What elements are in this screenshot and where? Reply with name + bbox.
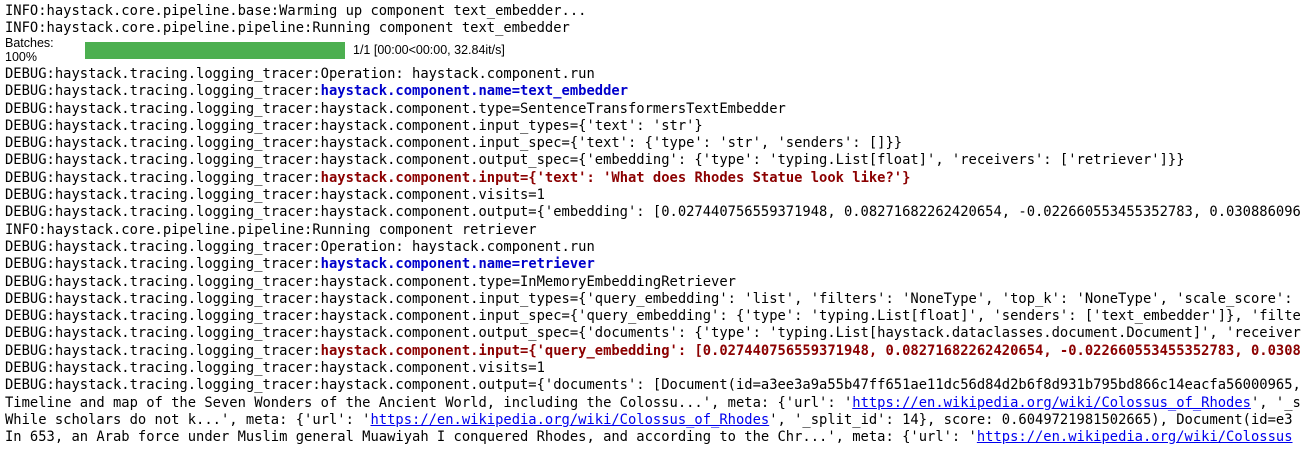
log-line: DEBUG:haystack.tracing.logging_tracer:Op…: [5, 239, 1309, 256]
log-text: DEBUG:haystack.tracing.logging_tracer:ha…: [5, 135, 903, 152]
log-text: DEBUG:haystack.tracing.logging_tracer:: [5, 256, 321, 273]
log-line: DEBUG:haystack.tracing.logging_tracer:ha…: [5, 187, 1309, 204]
log-text: DEBUG:haystack.tracing.logging_tracer:: [5, 83, 321, 100]
component-input-highlight: haystack.component.input={'text': 'What …: [320, 169, 911, 186]
progress-label: Batches: 100%: [5, 36, 54, 64]
wiki-link[interactable]: https://en.wikipedia.org/wiki/Colossus_o…: [852, 394, 1251, 411]
log-text: INFO:haystack.core.pipeline.pipeline:Run…: [5, 221, 537, 238]
component-input-highlight: haystack.component.input={'query_embeddi…: [320, 342, 1301, 359]
progress-bar-fill: [85, 41, 345, 59]
log-line: DEBUG:haystack.tracing.logging_tracer:ha…: [5, 101, 1309, 118]
log-text: DEBUG:haystack.tracing.logging_tracer:ha…: [5, 117, 703, 134]
log-line: DEBUG:haystack.tracing.logging_tracer:ha…: [5, 204, 1309, 221]
log-line: In 653, an Arab force under Muslim gener…: [5, 429, 1309, 446]
log-line: INFO:haystack.core.pipeline.base:Warming…: [5, 3, 586, 20]
log-line: DEBUG:haystack.tracing.logging_tracer:ha…: [5, 308, 1309, 325]
component-name-highlight: haystack.component.name=retriever: [320, 256, 595, 273]
log-text: DEBUG:haystack.tracing.logging_tracer:: [5, 342, 321, 359]
log-line: While scholars do not k...', meta: {'url…: [5, 412, 1309, 429]
log-main: DEBUG:haystack.tracing.logging_tracer:Op…: [5, 66, 1309, 447]
log-text: While scholars do not k...', meta: {'url…: [5, 411, 371, 428]
log-text: DEBUG:haystack.tracing.logging_tracer:Op…: [5, 238, 595, 255]
log-line: INFO:haystack.core.pipeline.pipeline:Run…: [5, 20, 586, 37]
log-line: DEBUG:haystack.tracing.logging_tracer:ha…: [5, 377, 1309, 394]
log-text: DEBUG:haystack.tracing.logging_tracer:ha…: [5, 360, 545, 377]
log-text: DEBUG:haystack.tracing.logging_tracer:Op…: [5, 66, 595, 82]
log-line: DEBUG:haystack.tracing.logging_tracer:Op…: [5, 66, 1309, 83]
log-text: DEBUG:haystack.tracing.logging_tracer:ha…: [5, 377, 1310, 394]
log-line: DEBUG:haystack.tracing.logging_tracer:ha…: [5, 343, 1309, 360]
log-text: DEBUG:haystack.tracing.logging_tracer:ha…: [5, 325, 1301, 342]
progress-bar-track: [85, 41, 345, 59]
log-line: DEBUG:haystack.tracing.logging_tracer:ha…: [5, 152, 1309, 169]
progress-stats: 1/1 [00:00<00:00, 32.84it/s]: [353, 43, 505, 57]
log-text: INFO:haystack.core.pipeline.pipeline:Run…: [5, 20, 570, 37]
log-line: DEBUG:haystack.tracing.logging_tracer:ha…: [5, 291, 1309, 308]
log-text: INFO:haystack.core.pipeline.base:Warming…: [5, 3, 587, 19]
log-text: ', '_split_id': 14}, score: 0.6049721981…: [769, 411, 1293, 428]
log-line: DEBUG:haystack.tracing.logging_tracer:ha…: [5, 135, 1309, 152]
log-top: INFO:haystack.core.pipeline.base:Warming…: [5, 3, 586, 38]
log-text: DEBUG:haystack.tracing.logging_tracer:ha…: [5, 152, 1185, 169]
component-name-highlight: haystack.component.name=text_embedder: [320, 83, 628, 100]
log-line: DEBUG:haystack.tracing.logging_tracer:ha…: [5, 118, 1309, 135]
log-text: DEBUG:haystack.tracing.logging_tracer:ha…: [5, 204, 1301, 221]
log-text: DEBUG:haystack.tracing.logging_tracer:ha…: [5, 308, 1301, 325]
log-line: DEBUG:haystack.tracing.logging_tracer:ha…: [5, 170, 1309, 187]
log-line: DEBUG:haystack.tracing.logging_tracer:ha…: [5, 325, 1309, 342]
log-line: Timeline and map of the Seven Wonders of…: [5, 395, 1309, 412]
log-text: DEBUG:haystack.tracing.logging_tracer:: [5, 169, 321, 186]
log-line: DEBUG:haystack.tracing.logging_tracer:ha…: [5, 360, 1309, 377]
wiki-link[interactable]: https://en.wikipedia.org/wiki/Colossus: [976, 429, 1293, 446]
log-line: DEBUG:haystack.tracing.logging_tracer:ha…: [5, 274, 1309, 291]
log-text: Timeline and map of the Seven Wonders of…: [5, 394, 853, 411]
wiki-link[interactable]: https://en.wikipedia.org/wiki/Colossus_o…: [370, 411, 770, 428]
log-text: ', '_s: [1250, 394, 1301, 411]
log-line: INFO:haystack.core.pipeline.pipeline:Run…: [5, 222, 1309, 239]
log-text: In 653, an Arab force under Muslim gener…: [5, 429, 977, 446]
log-line: DEBUG:haystack.tracing.logging_tracer:ha…: [5, 83, 1309, 100]
log-text: DEBUG:haystack.tracing.logging_tracer:ha…: [5, 187, 545, 204]
log-text: DEBUG:haystack.tracing.logging_tracer:ha…: [5, 273, 736, 290]
batches-progress-widget: Batches: 100% 1/1 [00:00<00:00, 32.84it/…: [5, 36, 505, 64]
log-text: DEBUG:haystack.tracing.logging_tracer:ha…: [5, 100, 786, 117]
log-text: DEBUG:haystack.tracing.logging_tracer:ha…: [5, 290, 1293, 307]
log-line: DEBUG:haystack.tracing.logging_tracer:ha…: [5, 256, 1309, 273]
